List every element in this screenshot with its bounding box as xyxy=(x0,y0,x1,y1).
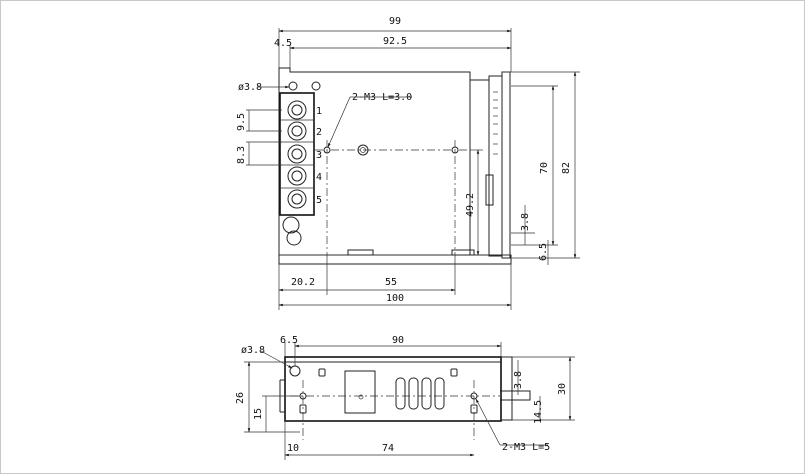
dim-overall-length: 100 xyxy=(386,293,404,304)
mount-hole-top-left xyxy=(288,81,298,91)
dim-overall-width: 99 xyxy=(389,16,401,27)
terminal-number: 1 xyxy=(316,106,322,117)
dim-left-offset: 20.2 xyxy=(291,277,315,288)
terminal-number: 2 xyxy=(316,127,322,138)
chassis-base xyxy=(278,254,512,265)
terminal-number: 5 xyxy=(316,195,322,206)
dim-center-span: 55 xyxy=(385,277,397,288)
dim-terminal: 8.3 xyxy=(236,146,247,164)
dim-left-offset: 10 xyxy=(287,443,299,454)
side-panel-outline xyxy=(284,356,502,422)
dim-edge-b: 6.5 xyxy=(538,243,549,261)
dim-hole-height: 49.2 xyxy=(465,193,476,217)
dim-hole-dia: ø3.8 xyxy=(238,82,262,93)
dim-edge-a: 3.8 xyxy=(513,371,524,389)
ground-terminal xyxy=(282,216,300,234)
dim-inner-height: 70 xyxy=(539,162,550,174)
dim-edge-a: 3.8 xyxy=(520,213,531,231)
dim-pitch: 9.5 xyxy=(236,113,247,131)
side-bracket xyxy=(488,75,503,257)
dim-hole-dia: ø3.8 xyxy=(241,345,265,356)
dim-center-span: 74 xyxy=(382,443,394,454)
dim-hole-span: 92.5 xyxy=(383,36,407,47)
vent-slots xyxy=(395,377,445,410)
bottom-view: 6.5 90 ø3.8 26 15 10 74 30 3.8 14.5 2-M3… xyxy=(235,335,575,460)
dim-mid-height: 15 xyxy=(253,408,264,420)
terminal-block xyxy=(279,92,315,246)
dim-overall-height: 30 xyxy=(557,383,568,395)
inlet-window xyxy=(344,370,376,414)
dim-screw: 2-M3 L=5 xyxy=(502,442,550,453)
dim-width: 90 xyxy=(392,335,404,346)
dim-offset: 6.5 xyxy=(280,335,298,346)
terminal-number: 3 xyxy=(316,150,322,161)
terminal-number: 4 xyxy=(316,172,322,183)
dim-edge-b: 14.5 xyxy=(533,400,544,424)
dim-screw: 2-M3 L=3.0 xyxy=(352,92,412,103)
dim-offset: 4.5 xyxy=(274,38,292,49)
dim-height: 26 xyxy=(235,392,246,404)
dim-outer-height: 82 xyxy=(561,162,572,174)
mount-hole-top xyxy=(311,81,321,91)
top-view: 1 2 3 4 5 99 92.5 4.5 ø3.8 2-M3 L=3.0 9.… xyxy=(236,16,580,310)
